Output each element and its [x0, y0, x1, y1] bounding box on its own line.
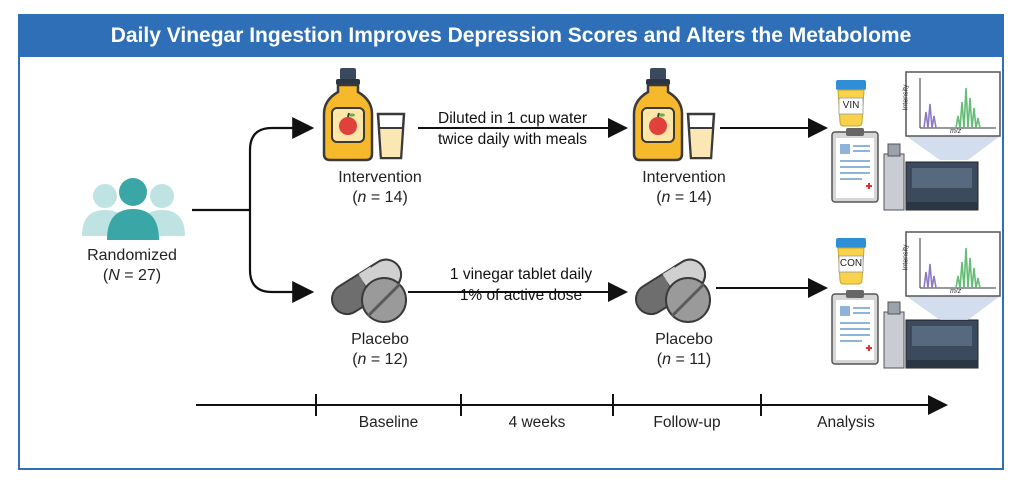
analysis-bottom [831, 231, 1001, 369]
vinegar-bottle-icon [322, 68, 374, 162]
clipboard-icon [831, 290, 879, 365]
mass-spectrometer-icon [883, 301, 979, 369]
timeline-label-follow-up: Follow-up [653, 414, 721, 431]
sample-vial-icon [836, 238, 866, 285]
intervention-followup-label: Intervention (n = 14) [642, 169, 726, 206]
timeline-axis [196, 394, 948, 416]
chrom-ylabel: Intensity [902, 84, 910, 111]
randomized-label: Randomized (N = 27) [87, 247, 177, 284]
water-cup-icon [686, 112, 716, 160]
placebo-annotation: 1 vinegar tablet daily 1% of active dose [449, 266, 593, 304]
timeline-label-analysis: Analysis [817, 414, 875, 431]
branch-arrows [192, 117, 315, 303]
placebo-baseline-label: Placebo (n = 12) [351, 331, 409, 368]
vial-label-con: CON [839, 258, 863, 269]
chromatogram-panel [905, 71, 1001, 137]
water-cup-icon [376, 112, 406, 160]
analysis-top [831, 71, 1001, 211]
chrom-ylabel: Intensity [902, 244, 910, 271]
flow-arrows [408, 118, 828, 302]
intervention-baseline-label: Intervention (n = 14) [338, 169, 422, 206]
chrom-xlabel: m/z [950, 128, 962, 135]
people-icon [82, 178, 185, 240]
pill-icon [635, 258, 711, 323]
vinegar-bottle-icon [632, 68, 684, 162]
mass-spectrometer-icon [883, 143, 979, 211]
vial-label-vin: VIN [842, 100, 860, 111]
figure-title: Daily Vinegar Ingestion Improves Depress… [18, 14, 1004, 57]
placebo-followup-label: Placebo (n = 11) [655, 331, 713, 368]
chrom-xlabel: m/z [950, 288, 962, 295]
timeline-label-baseline: Baseline [358, 414, 419, 431]
sample-vial-icon [836, 80, 866, 127]
chromatogram-panel [905, 231, 1001, 297]
pill-icon [331, 258, 407, 323]
clipboard-icon [831, 128, 879, 203]
timeline-label-4-weeks: 4 weeks [508, 414, 566, 431]
intervention-annotation: Diluted in 1 cup water twice daily with … [438, 110, 588, 148]
